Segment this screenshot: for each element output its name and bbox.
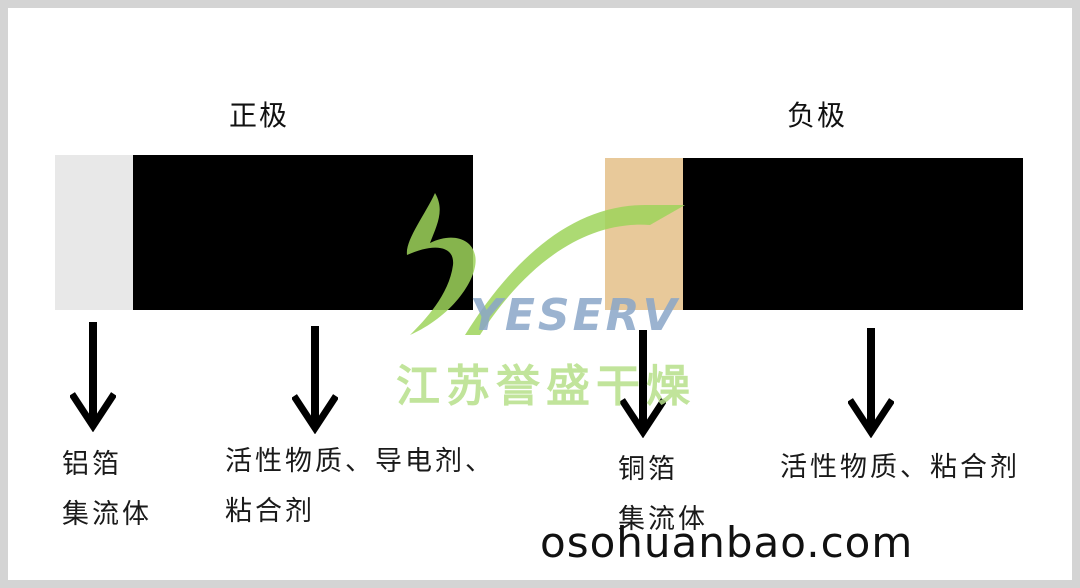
footer-site: osohuanbao.com <box>540 518 914 567</box>
positive-title: 正极 <box>229 99 290 132</box>
arrow-down-icon <box>70 322 116 432</box>
label-line: 铝箔 <box>62 449 122 480</box>
positive-active-label: 活性物质、导电剂、 粘合剂 <box>225 437 495 537</box>
watermark-logo-icon <box>406 193 685 335</box>
label-line: 集流体 <box>618 504 708 535</box>
label-line: 集流体 <box>62 499 152 530</box>
label-line: 铜箔 <box>618 454 678 485</box>
label-line: 粘合剂 <box>225 496 315 527</box>
negative-active-block <box>683 158 1023 310</box>
arrow-down-icon <box>620 330 666 438</box>
arrow-down-icon <box>292 326 338 434</box>
positive-collector-block <box>55 155 133 310</box>
negative-title: 负极 <box>787 99 848 132</box>
watermark-brand: YESERV <box>470 290 680 341</box>
label-line: 活性物质、导电剂、 <box>225 446 495 477</box>
watermark-company: 江苏誉盛干燥 <box>396 361 696 412</box>
negative-collector-label: 铜箔 集流体 <box>618 445 708 545</box>
arrow-down-icon <box>848 328 894 438</box>
negative-active-label: 活性物质、粘合剂 <box>780 443 1020 493</box>
label-line: 活性物质、粘合剂 <box>780 452 1020 483</box>
negative-collector-block <box>605 158 683 310</box>
positive-collector-label: 铝箔 集流体 <box>62 440 152 540</box>
